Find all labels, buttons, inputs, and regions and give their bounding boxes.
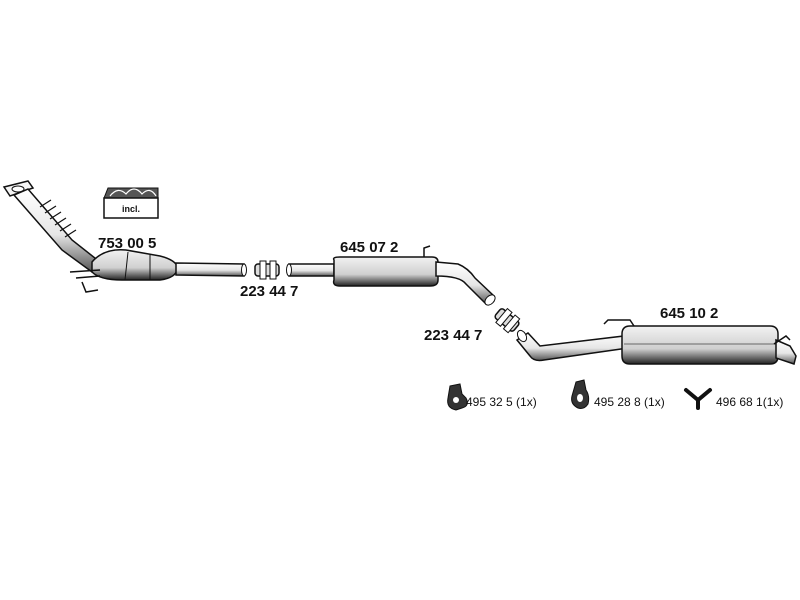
part-number-catalytic-converter: 753 00 5 <box>98 235 156 252</box>
part-number-middle-silencer: 645 07 2 <box>340 239 398 256</box>
rubber-mount-icon <box>447 383 468 411</box>
part-number-rear-silencer: 645 10 2 <box>660 305 718 322</box>
accessory-number-3: 496 68 1(1x) <box>716 395 783 409</box>
accessory-rubber-ring-mount[interactable]: 495 28 8 (1x) <box>571 379 665 409</box>
accessory-rubber-mount[interactable]: 495 32 5 (1x) <box>447 383 537 411</box>
incl-mounting-kit: incl. <box>103 187 159 219</box>
rubber-ring-mount-icon <box>571 379 590 409</box>
accessory-number-1: 495 32 5 (1x) <box>466 395 537 409</box>
incl-label: incl. <box>122 204 140 214</box>
catalytic-converter[interactable] <box>2 180 247 293</box>
part-number-clamp-2: 223 44 7 <box>424 327 482 344</box>
accessory-number-2: 495 28 8 (1x) <box>594 395 665 409</box>
middle-silencer[interactable] <box>286 245 498 307</box>
part-number-clamp-1: 223 44 7 <box>240 283 298 300</box>
accessory-y-hanger[interactable]: 496 68 1(1x) <box>684 388 783 410</box>
clamp-1[interactable] <box>254 260 280 280</box>
rear-silencer[interactable] <box>515 319 797 365</box>
y-hanger-icon <box>684 388 712 410</box>
clamp-2[interactable] <box>492 305 522 334</box>
